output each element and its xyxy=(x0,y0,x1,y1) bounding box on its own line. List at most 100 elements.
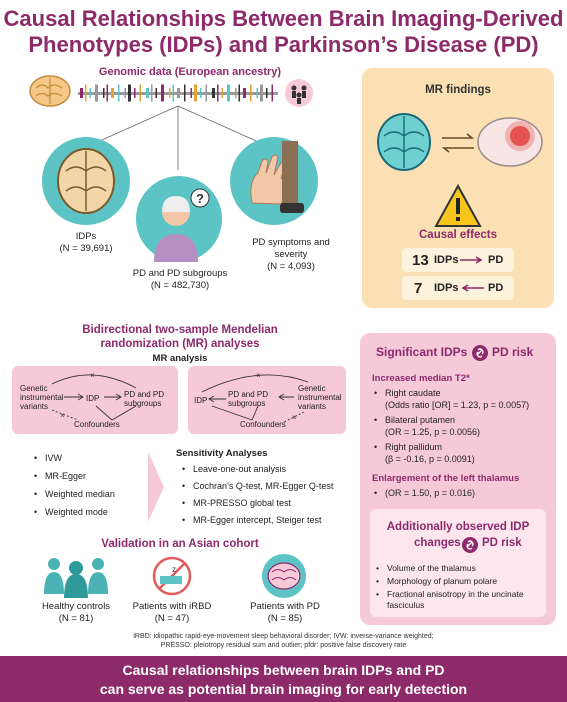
sensitivity-item: MR-PRESSO global test xyxy=(182,497,362,509)
method-item: Weighted mode xyxy=(34,506,144,518)
genome-bar xyxy=(172,84,174,102)
causal-effects-title: Causal effects xyxy=(419,229,497,241)
svg-text:×: × xyxy=(90,371,95,380)
additional-list: Volume of the thalamus Morphology of pla… xyxy=(376,563,542,611)
idp-node: IDP xyxy=(86,394,100,403)
idps-caption: IDPs (N = 39,691) xyxy=(22,231,150,255)
mr-diagram-reverse: Genetic instrumental variants IDP PD and… xyxy=(188,366,346,434)
abbrev-line-1: iRBD: idiopathic rapid-eye-movement slee… xyxy=(133,633,434,640)
genome-bar xyxy=(111,88,114,98)
mr-title-line-1: Bidirectional two-sample Mendelian xyxy=(82,324,278,336)
title-line-1: Causal Relationships Between Brain Imagi… xyxy=(3,6,564,31)
brain-mri-icon xyxy=(57,148,115,214)
region-label: Bilateral putamen xyxy=(385,415,456,425)
effect-label: IDPs xyxy=(434,282,459,294)
genome-barcode-icon xyxy=(78,84,278,102)
additional-item: Volume of the thalamus xyxy=(376,563,542,574)
genome-bar xyxy=(194,84,197,102)
region-item: Bilateral putamen (OR = 1.25, p = 0.0056… xyxy=(374,414,552,438)
method-item: Weighted median xyxy=(34,488,144,500)
thalamus-title: Enlargement of the left thalamus xyxy=(372,473,520,484)
healthy-name: Healthy controls xyxy=(41,601,111,612)
pd-n: (N = 482,730) xyxy=(150,280,210,291)
genome-bar xyxy=(124,88,126,98)
genome-bar xyxy=(260,84,263,102)
irbd-name: Patients with iRBD xyxy=(132,601,212,612)
footer-banner: Causal relationships between brain IDPs … xyxy=(0,656,567,702)
pd-validation-caption: Patients with PD (N = 85) xyxy=(226,601,344,625)
abbrev-line-2: PRESSO: pleiotropy residual sum and outl… xyxy=(160,642,407,649)
increased-list: Right caudate (Odds ratio [OR] = 1.23, p… xyxy=(374,387,552,465)
confounders-node: Confounders xyxy=(74,420,120,429)
effect-target: PD xyxy=(488,282,504,294)
additional-title-line-1: Additionally observed IDP xyxy=(386,521,530,533)
genome-bar xyxy=(95,84,98,102)
additional-title-left: changes xyxy=(414,537,461,549)
symptoms-circle xyxy=(230,137,318,225)
svg-text:×: × xyxy=(60,411,65,420)
genome-bar xyxy=(128,84,131,102)
additional-title-line-2: changes PD risk xyxy=(370,537,546,553)
genome-bar xyxy=(221,88,223,98)
arrow-left-icon xyxy=(461,284,484,292)
genome-bar xyxy=(227,84,230,102)
genome-bar xyxy=(139,84,141,102)
significant-title-right: PD risk xyxy=(492,345,534,359)
increased-title: Increased median T2* xyxy=(372,373,470,384)
validation-title: Validation in an Asian cohort xyxy=(101,538,259,550)
genome-bar xyxy=(235,88,237,98)
genome-bar xyxy=(118,84,120,102)
thalamus-value: (OR = 1.50, p = 0.016) xyxy=(374,487,552,499)
genomic-label: Genomic data (European ancestry) xyxy=(98,66,282,78)
mr-forward-arrows: × × xyxy=(51,371,137,421)
population-icon xyxy=(285,79,313,107)
effect-pd-to-idp: 7 IDPs PD xyxy=(402,276,514,300)
genome-bar xyxy=(243,88,246,98)
svg-text:z: z xyxy=(172,565,176,574)
genome-bar xyxy=(134,88,136,98)
genome-bar xyxy=(205,84,207,102)
symptoms-caption: PD symptoms and severity (N = 4,093) xyxy=(236,237,346,273)
pd-caption: PD and PD subgroups (N = 482,730) xyxy=(110,268,250,292)
sensitivity-item: Leave-one-out analysis xyxy=(182,463,362,475)
method-item: MR-Egger xyxy=(34,470,144,482)
healthy-caption: Healthy controls (N = 81) xyxy=(14,601,138,625)
genome-bar xyxy=(106,84,108,102)
arrow-right-icon xyxy=(460,256,483,264)
region-value: (Odds ratio [OR] = 1.23, p = 0.0057) xyxy=(385,400,530,410)
irbd-n: (N = 47) xyxy=(154,613,190,624)
method-item: IVW xyxy=(34,452,144,464)
instruments-label: Genetic instrumental variants xyxy=(20,384,64,411)
idps-n: (N = 39,691) xyxy=(59,243,113,254)
instruments-label: Genetic instrumental variants xyxy=(298,384,342,411)
title-line-2: Phenotypes (IDPs) and Parkinson’s Diseas… xyxy=(28,32,539,57)
pd-name: PD and PD subgroups xyxy=(132,268,228,279)
region-item: Right pallidum (β = -0.16, p = 0.0091) xyxy=(374,441,552,465)
brain-icon xyxy=(29,75,71,107)
elderly-patient-icon: ? xyxy=(154,188,210,262)
genome-bar xyxy=(184,84,186,102)
sensitivity-title: Sensitivity Analyses xyxy=(176,448,268,459)
genome-bar xyxy=(169,88,171,98)
pd-validation-name: Patients with PD xyxy=(250,601,320,612)
mr-findings-panel: MR findings Causal effects 13 IDPs PD 7 … xyxy=(362,68,554,308)
pd-validation-n: (N = 85) xyxy=(267,613,303,624)
additional-panel: Additionally observed IDP changes PD ris… xyxy=(370,509,546,617)
effect-num: 7 xyxy=(414,280,423,297)
mr-diagram-forward: Genetic instrumental variants IDP PD and… xyxy=(12,366,178,434)
idps-circle xyxy=(42,137,130,225)
warning-icon xyxy=(434,184,482,227)
svg-text:×: × xyxy=(292,413,297,422)
mr-findings-title: MR findings xyxy=(425,84,491,96)
mr-section-title: Bidirectional two-sample Mendelian rando… xyxy=(20,323,340,351)
confounders-node: Confounders xyxy=(240,420,286,429)
idp-node: IDP xyxy=(194,396,208,405)
pd-node: PD and PD subgroups xyxy=(124,390,165,408)
additional-item: Morphology of planum polare xyxy=(376,576,542,587)
mr-reverse-arrows: × × xyxy=(201,371,309,423)
svg-text:?: ? xyxy=(196,191,204,206)
region-value: (β = -0.16, p = 0.0091) xyxy=(385,454,475,464)
genome-bar xyxy=(271,84,273,102)
healthy-n: (N = 81) xyxy=(58,613,94,624)
footer-line-1: Causal relationships between brain IDPs … xyxy=(122,662,445,678)
